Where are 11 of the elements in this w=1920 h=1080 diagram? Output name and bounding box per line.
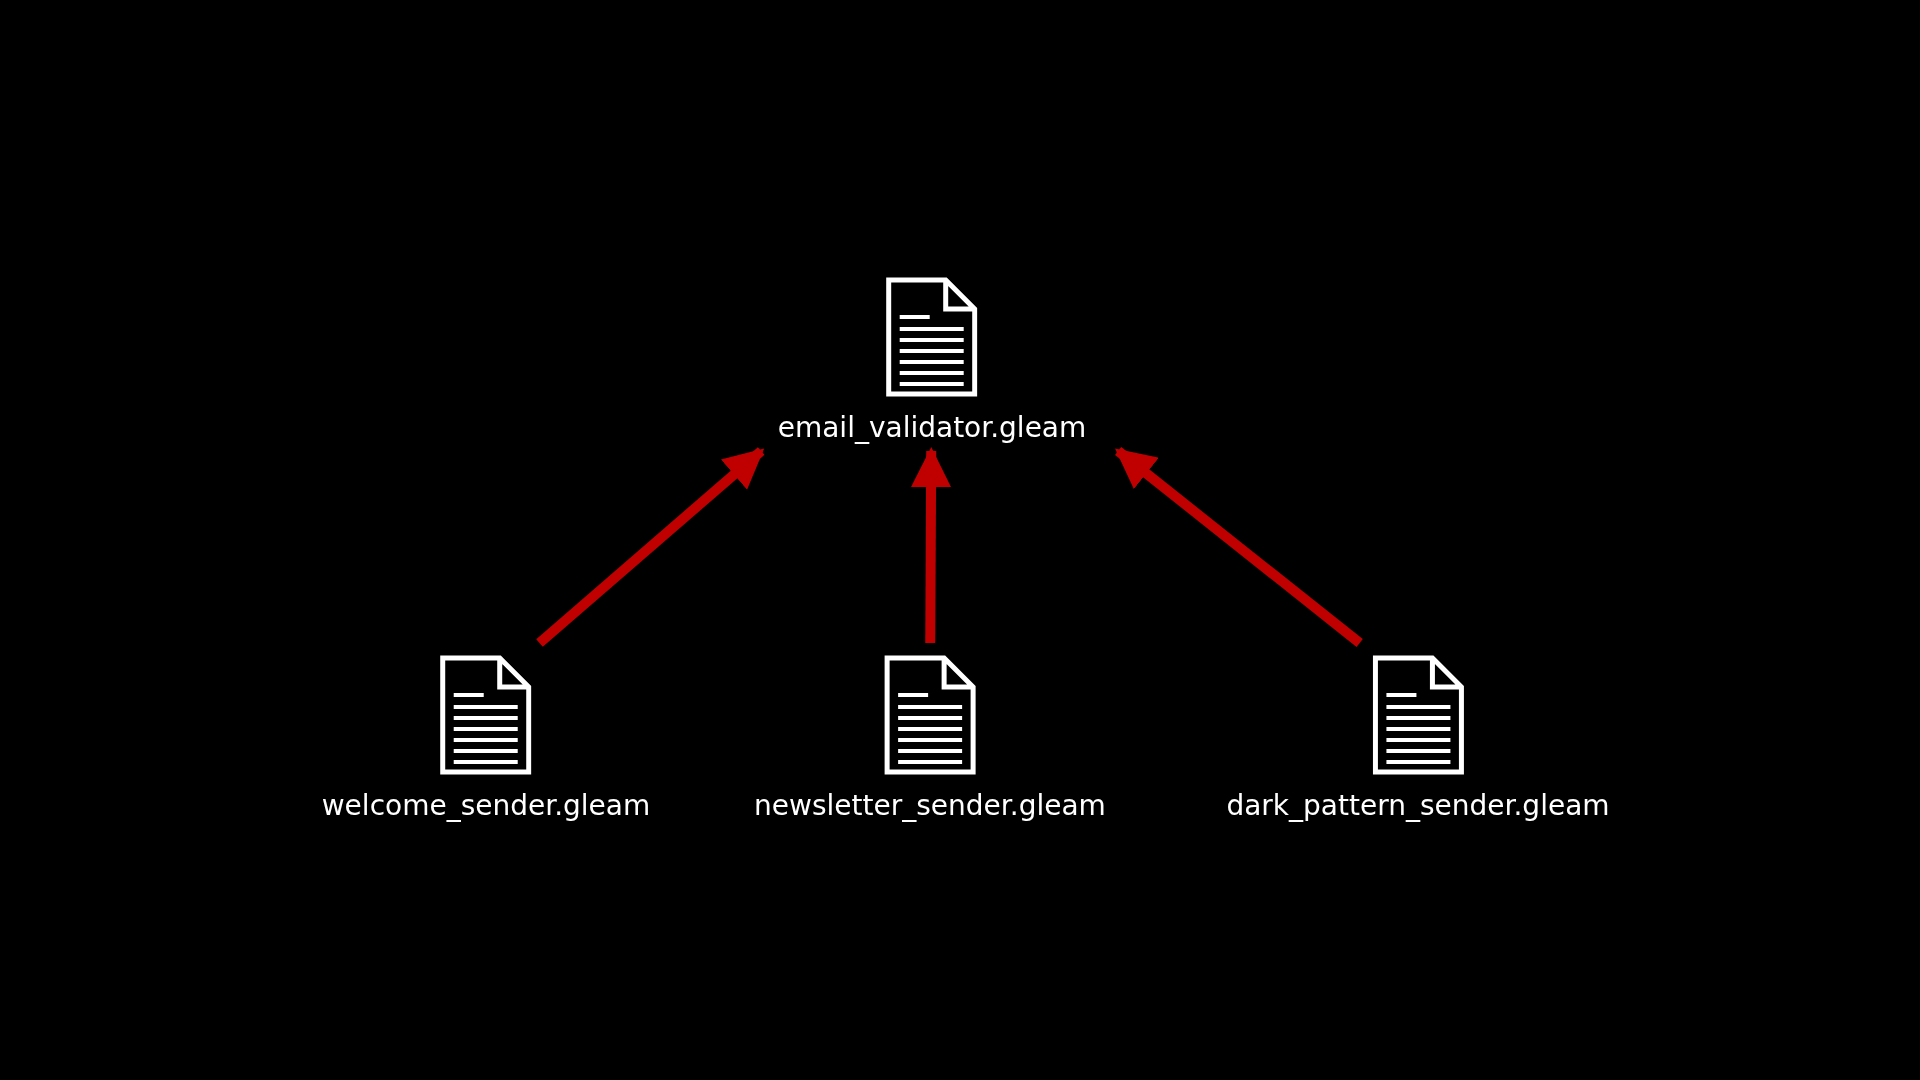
file-node: [321, 655, 651, 823]
file-name: welcome_sender.gleam: [321, 789, 651, 823]
file-name: email_validator.gleam: [777, 411, 1087, 445]
arrow: [536, 447, 765, 647]
file-node: [777, 277, 1087, 445]
arrow: [1115, 447, 1363, 647]
file-node: [754, 655, 1106, 823]
file-node: [1226, 655, 1610, 823]
file-name: newsletter_sender.gleam: [754, 789, 1106, 823]
arrow: [911, 447, 952, 644]
file-name: dark_pattern_sender.gleam: [1226, 789, 1610, 823]
